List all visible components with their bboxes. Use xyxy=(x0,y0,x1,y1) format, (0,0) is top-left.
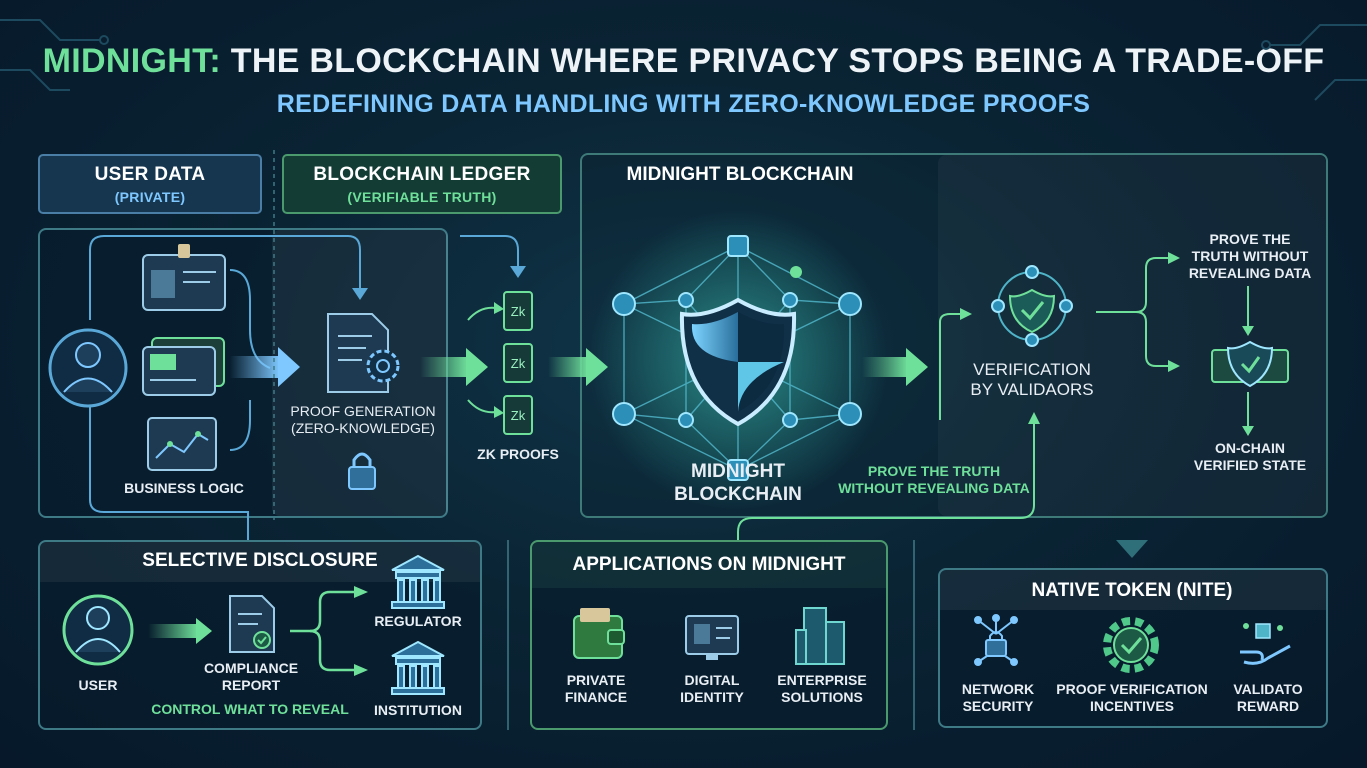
onchain-state-icon xyxy=(1211,340,1289,388)
page-title: MIDNIGHT: THE BLOCKCHAIN WHERE PRIVACY S… xyxy=(42,42,1325,80)
wallet-icon xyxy=(573,608,625,659)
verification-connectors xyxy=(737,257,1249,540)
arrowhead xyxy=(354,664,368,676)
business-logic-chart-icon xyxy=(147,417,217,471)
app-private-finance-label: PRIVATE FINANCE xyxy=(564,672,628,705)
arrowhead-down xyxy=(510,266,526,278)
zk-proofs-label: Zk PROOFS xyxy=(477,446,559,462)
applications-title: APPLICATIONS ON MIDNIGHT xyxy=(572,554,846,575)
token-network-security-label: NETWORK SECURITY xyxy=(961,681,1035,714)
arrowhead xyxy=(1168,252,1180,264)
zk-proof-documents xyxy=(467,291,533,435)
regulator-label: REGULATOR xyxy=(374,613,462,629)
pointer-triangle xyxy=(1116,540,1148,558)
institution-label: INSTITUTION xyxy=(374,702,462,718)
prove-truth-green-label: PROVE THE TRUTH WITHOUT REVEALING DATA xyxy=(838,463,1030,496)
payment-card-icon xyxy=(142,337,225,396)
user-data-tag: USER DATA (PRIVATE) xyxy=(38,154,262,214)
regulator-building-icon xyxy=(391,554,445,609)
business-logic-label: BUSINESS LOGIC xyxy=(124,480,244,496)
padlock-icon xyxy=(348,452,376,490)
shield-icon xyxy=(679,297,797,427)
user-avatar-icon xyxy=(48,328,128,408)
arrowhead xyxy=(354,586,368,598)
arrowhead-down xyxy=(352,288,368,300)
flow-arrowhead xyxy=(906,348,928,386)
arrowhead xyxy=(1242,326,1254,336)
institution-building-icon xyxy=(391,640,445,695)
disclosure-user-icon xyxy=(62,594,134,666)
lock-network-icon xyxy=(974,614,1018,666)
apps-header-band xyxy=(532,542,886,588)
disclosure-user-label: USER xyxy=(78,677,118,693)
gear-check-icon xyxy=(1103,617,1159,673)
verification-label: VERIFICATION BY VALIDAORS xyxy=(970,360,1094,399)
proof-generation-label: PROOF GENERATION (ZERO-KNOWLEDGE) xyxy=(290,403,436,436)
validators-zone xyxy=(938,155,1326,516)
buildings-icon xyxy=(795,607,845,665)
page-subtitle: REDEFINING DATA HANDLING WITH ZERO-KNOWL… xyxy=(276,90,1091,118)
onchain-state-label: ON-CHAIN VERIFIED STATE xyxy=(1193,440,1307,473)
compliance-report-label: COMPLIANCE REPORT xyxy=(203,660,299,693)
token-header-band xyxy=(940,570,1326,610)
prove-truth-white-label: PROVE THE TRUTH WITHOUT REVEALING DATA xyxy=(1188,231,1312,281)
glow-node xyxy=(790,266,802,278)
selective-disclosure-title: SELECTIVE DISCLOSURE xyxy=(142,550,378,571)
app-digital-identity-label: DIGITAL IDENTITY xyxy=(680,672,744,705)
flow-arrow xyxy=(548,357,588,377)
arrowhead xyxy=(1242,426,1254,436)
circuit-decoration xyxy=(0,19,1367,101)
flow-arrow xyxy=(230,356,280,378)
zk-doc-label-3: Zk xyxy=(510,408,526,423)
control-reveal-label: CONTROL WHAT TO REVEAL xyxy=(151,701,349,717)
arrowhead xyxy=(1028,412,1040,424)
token-validator-reward-label: VALIDATO REWARD xyxy=(1233,681,1303,714)
network-nodes xyxy=(612,235,862,481)
proof-document-icon xyxy=(327,313,400,393)
token-proof-incentives-label: PROOF VERIFICATION INCENTIVES xyxy=(1056,681,1208,714)
compliance-report-icon xyxy=(229,595,275,653)
flow-arrowhead xyxy=(466,348,488,386)
validator-network-icon xyxy=(991,265,1073,347)
flow-arrow xyxy=(420,357,468,377)
midnight-header: MIDNIGHT BLOCKCHAIN xyxy=(626,164,854,185)
id-card-icon xyxy=(142,244,226,311)
zk-doc-label-1: Zk xyxy=(510,304,526,319)
flow-arrowhead xyxy=(196,618,212,644)
id-monitor-icon xyxy=(685,615,739,660)
flow-arrowhead xyxy=(278,347,300,387)
native-token-title: NATIVE TOKEN (NITE) xyxy=(1031,580,1233,601)
disclosure-connectors xyxy=(290,590,356,672)
arrowhead xyxy=(960,308,972,320)
hand-reward-icon xyxy=(1240,623,1291,665)
midnight-center-label: MIDNIGHT BLOCKCHAIN xyxy=(674,461,802,505)
app-enterprise-label: ENTERPRISE SOLUTIONS xyxy=(777,672,867,705)
arrowhead xyxy=(1168,360,1180,372)
flow-arrow xyxy=(148,624,198,638)
blockchain-ledger-tag: BLOCKCHAIN LEDGER (VERIFIABLE TRUTH) xyxy=(282,154,562,214)
zk-doc-label-2: Zk xyxy=(510,356,526,371)
